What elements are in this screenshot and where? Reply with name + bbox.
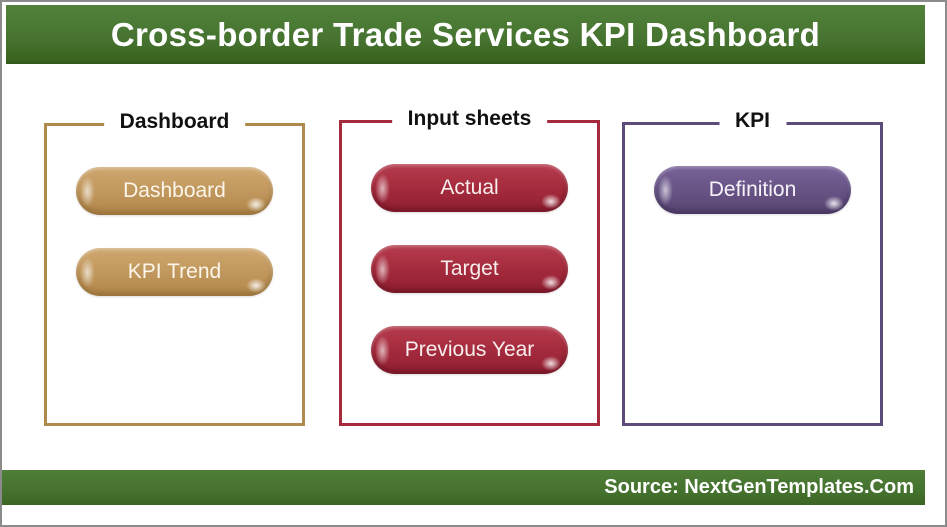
header-bar: Cross-border Trade Services KPI Dashboar… (6, 5, 925, 64)
source-text: Source: NextGenTemplates.Com (604, 476, 914, 498)
nav-button-actual[interactable]: Actual (371, 164, 568, 212)
input-sheets-group-buttons: Actual Target Previous Year (342, 123, 597, 374)
nav-button-previous-year[interactable]: Previous Year (371, 326, 568, 374)
nav-button-dashboard[interactable]: Dashboard (76, 167, 273, 215)
kpi-group: KPI Definition (622, 109, 883, 426)
nav-button-kpi-trend[interactable]: KPI Trend (76, 248, 273, 296)
nav-button-definition[interactable]: Definition (654, 166, 851, 214)
dashboard-group: Dashboard Dashboard KPI Trend (44, 110, 305, 426)
page-title: Cross-border Trade Services KPI Dashboar… (110, 15, 821, 53)
input-sheets-group: Input sheets Actual Target Previous Year (339, 107, 600, 426)
dashboard-group-buttons: Dashboard KPI Trend (47, 126, 302, 296)
footer-bar: Source: NextGenTemplates.Com (2, 470, 925, 505)
dashboard-group-title: Dashboard (103, 110, 246, 134)
kpi-group-title: KPI (718, 109, 787, 133)
kpi-group-buttons: Definition (625, 125, 880, 214)
nav-button-target[interactable]: Target (371, 245, 568, 293)
input-sheets-group-title: Input sheets (391, 107, 548, 131)
